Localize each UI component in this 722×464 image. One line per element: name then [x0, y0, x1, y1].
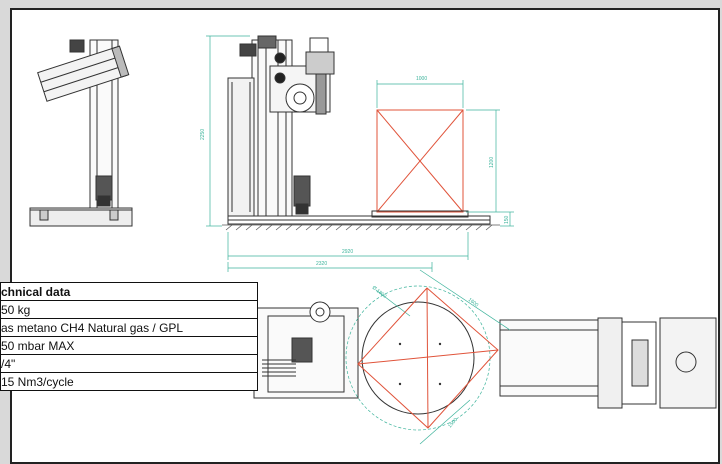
dim-total-length: 2920: [342, 249, 353, 255]
ground-hatching: [222, 224, 500, 231]
dim-pallet-width: 1000: [416, 76, 427, 82]
dim-base-height: 150: [504, 215, 510, 224]
tech-row-weight: 50 kg: [0, 300, 258, 319]
load-box: [376, 109, 464, 213]
front-view: [227, 35, 491, 225]
plan-load: [357, 287, 499, 429]
tech-row-connection: /4": [0, 354, 258, 373]
side-view-small: [29, 39, 133, 227]
technical-data-table: chnical data 50 kg as metano CH4 Natural…: [0, 282, 258, 391]
pallet-base: [371, 210, 469, 218]
plan-markers: [398, 342, 442, 386]
tech-row-pressure: 50 mbar MAX: [0, 336, 258, 355]
dim-base-length: 2320: [316, 261, 327, 267]
dimension-lines-front: [206, 35, 514, 272]
plan-view: [253, 301, 717, 415]
plan-dimensions: [345, 269, 511, 445]
tech-row-gas-type: as metano CH4 Natural gas / GPL: [0, 318, 258, 337]
tech-row-consumption: 15 Nm3/cycle: [0, 372, 258, 391]
technical-data-title: chnical data: [0, 282, 258, 301]
dim-diag-a: 1600: [467, 297, 480, 309]
dim-overall-height: 2250: [200, 129, 206, 140]
dim-pallet-height: 1200: [489, 157, 495, 168]
